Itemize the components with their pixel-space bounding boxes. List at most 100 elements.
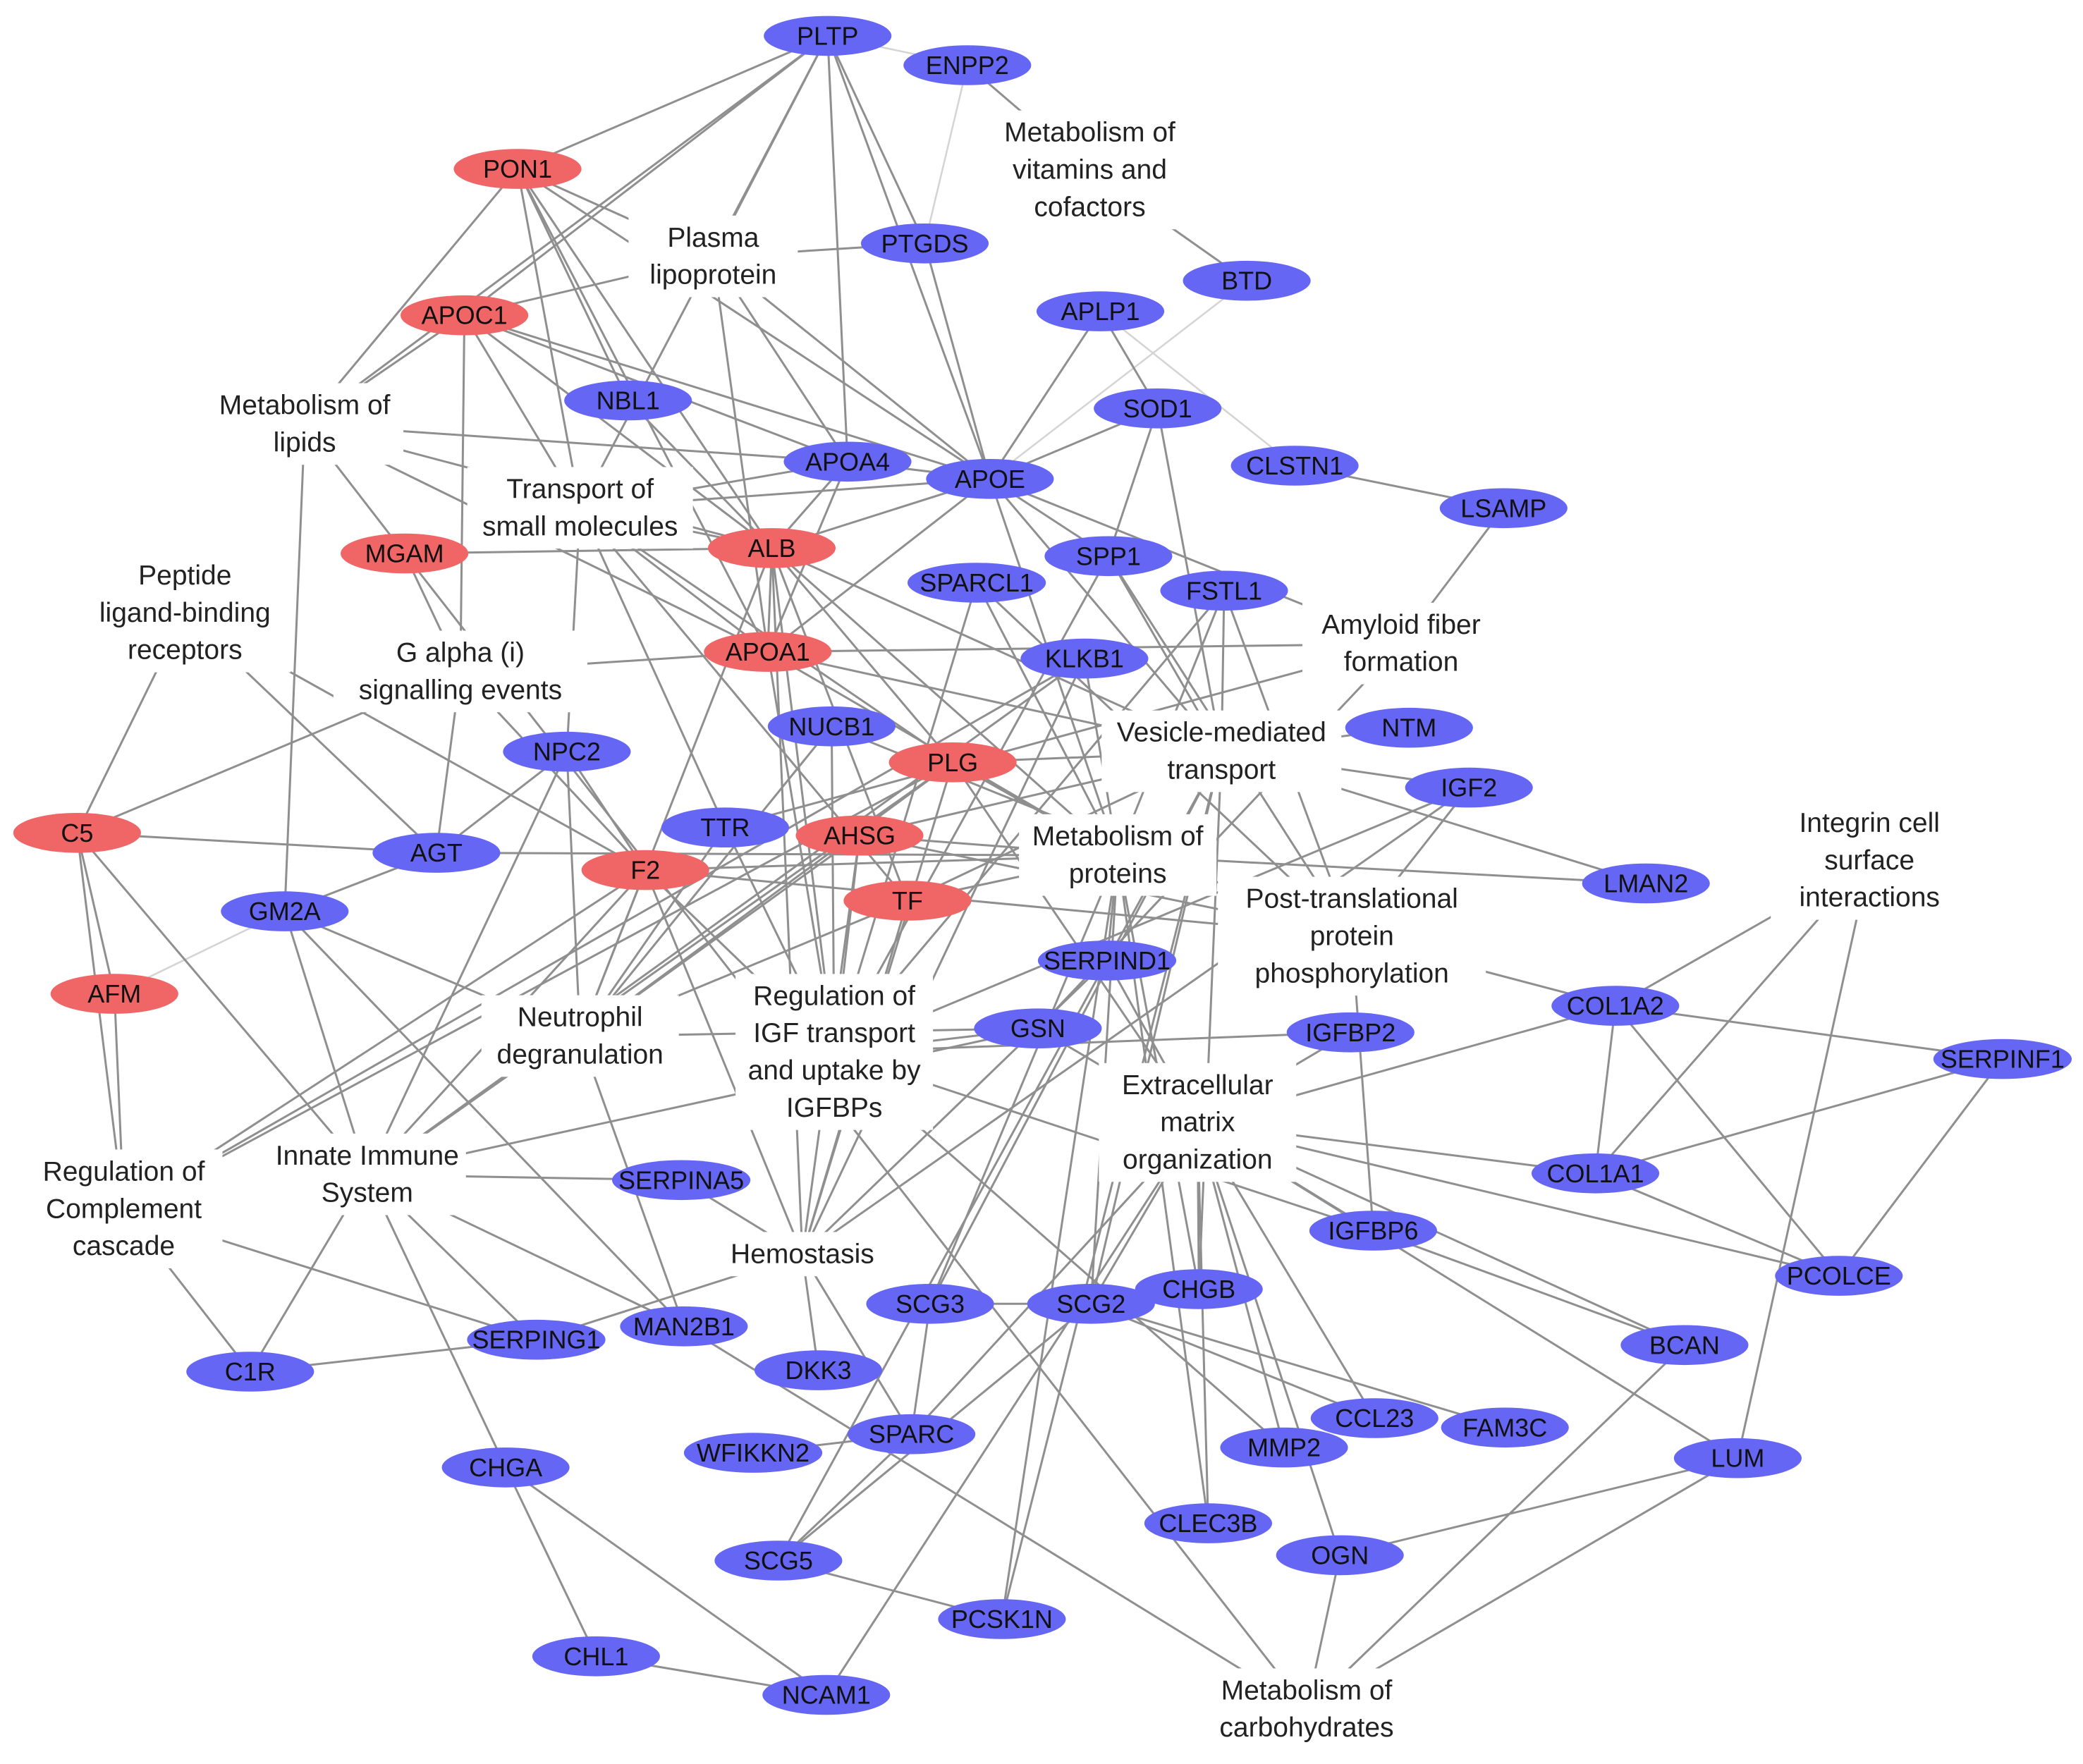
protein-node-ogn[interactable]: OGN (1276, 1535, 1404, 1576)
protein-ellipse[interactable] (1036, 291, 1165, 331)
protein-node-serpinf1[interactable]: SERPINF1 (1933, 1039, 2072, 1079)
protein-node-col1a1[interactable]: COL1A1 (1531, 1153, 1660, 1194)
protein-ellipse[interactable] (683, 1433, 823, 1473)
protein-node-apoa1[interactable]: APOA1 (704, 632, 832, 672)
protein-node-lman2[interactable]: LMAN2 (1582, 863, 1710, 904)
protein-node-gm2a[interactable]: GM2A (221, 891, 349, 931)
protein-ellipse[interactable] (1582, 863, 1710, 904)
protein-ellipse[interactable] (1220, 1427, 1348, 1468)
protein-ellipse[interactable] (401, 295, 529, 336)
protein-ellipse[interactable] (1230, 446, 1359, 486)
protein-node-ttr[interactable]: TTR (661, 807, 789, 847)
protein-ellipse[interactable] (221, 891, 349, 931)
protein-ellipse[interactable] (467, 1319, 606, 1360)
protein-ellipse[interactable] (1551, 986, 1680, 1026)
protein-node-aplp1[interactable]: APLP1 (1036, 291, 1165, 331)
protein-ellipse[interactable] (704, 632, 832, 672)
protein-ellipse[interactable] (762, 1674, 891, 1715)
protein-ellipse[interactable] (1439, 488, 1568, 529)
protein-ellipse[interactable] (1286, 1012, 1415, 1053)
protein-ellipse[interactable] (1310, 1398, 1438, 1438)
protein-ellipse[interactable] (1531, 1153, 1660, 1194)
protein-node-mgam[interactable]: MGAM (340, 533, 469, 574)
protein-node-chl1[interactable]: CHL1 (532, 1636, 661, 1677)
protein-ellipse[interactable] (908, 563, 1046, 603)
protein-ellipse[interactable] (661, 807, 789, 847)
protein-ellipse[interactable] (974, 1008, 1102, 1048)
protein-node-nucb1[interactable]: NUCB1 (767, 706, 896, 747)
protein-node-nbl1[interactable]: NBL1 (564, 380, 692, 421)
protein-node-fam3c[interactable]: FAM3C (1441, 1407, 1569, 1448)
protein-node-pltp[interactable]: PLTP (764, 16, 892, 56)
protein-ellipse[interactable] (340, 533, 469, 574)
protein-ellipse[interactable] (612, 1160, 751, 1201)
protein-node-ncam1[interactable]: NCAM1 (762, 1674, 891, 1715)
protein-node-apoe[interactable]: APOE (926, 459, 1054, 499)
protein-node-alb[interactable]: ALB (707, 528, 836, 568)
protein-ellipse[interactable] (866, 1284, 994, 1324)
protein-ellipse[interactable] (860, 223, 989, 264)
protein-node-scg3[interactable]: SCG3 (866, 1284, 994, 1324)
protein-node-scg2[interactable]: SCG2 (1027, 1284, 1155, 1324)
protein-ellipse[interactable] (1620, 1325, 1749, 1366)
protein-ellipse[interactable] (938, 1599, 1066, 1639)
protein-ellipse[interactable] (1345, 707, 1473, 748)
protein-ellipse[interactable] (1037, 941, 1177, 981)
protein-node-apoa4[interactable]: APOA4 (783, 441, 912, 482)
protein-node-tf[interactable]: TF (843, 881, 972, 921)
protein-node-serping1[interactable]: SERPING1 (467, 1319, 606, 1360)
protein-node-f2[interactable]: F2 (581, 850, 709, 890)
protein-ellipse[interactable] (1144, 1503, 1272, 1543)
protein-ellipse[interactable] (795, 815, 924, 856)
protein-node-clstn1[interactable]: CLSTN1 (1230, 446, 1359, 486)
protein-node-c5[interactable]: C5 (13, 813, 141, 853)
protein-ellipse[interactable] (903, 45, 1032, 85)
protein-node-lum[interactable]: LUM (1673, 1438, 1802, 1478)
protein-ellipse[interactable] (13, 813, 141, 853)
protein-node-c1r[interactable]: C1R (186, 1352, 314, 1392)
protein-ellipse[interactable] (926, 459, 1054, 499)
protein-node-pcolce[interactable]: PCOLCE (1775, 1256, 1903, 1296)
protein-node-serpina5[interactable]: SERPINA5 (612, 1160, 751, 1201)
protein-node-ccl23[interactable]: CCL23 (1310, 1398, 1438, 1438)
protein-node-chga[interactable]: CHGA (441, 1447, 570, 1488)
protein-node-spp1[interactable]: SPP1 (1044, 536, 1173, 577)
protein-node-ptgds[interactable]: PTGDS (860, 223, 989, 264)
protein-node-clec3b[interactable]: CLEC3B (1144, 1503, 1272, 1543)
protein-ellipse[interactable] (1276, 1535, 1404, 1576)
protein-ellipse[interactable] (1027, 1284, 1155, 1324)
protein-node-wfikkn2[interactable]: WFIKKN2 (683, 1433, 823, 1473)
protein-ellipse[interactable] (714, 1541, 843, 1581)
protein-ellipse[interactable] (372, 833, 501, 873)
protein-ellipse[interactable] (453, 149, 582, 189)
protein-ellipse[interactable] (503, 731, 631, 772)
protein-node-ahsg[interactable]: AHSG (795, 815, 924, 856)
protein-ellipse[interactable] (620, 1306, 748, 1347)
protein-node-mmp2[interactable]: MMP2 (1220, 1427, 1348, 1468)
protein-node-chgb[interactable]: CHGB (1135, 1269, 1263, 1309)
protein-ellipse[interactable] (532, 1636, 661, 1677)
protein-ellipse[interactable] (1094, 388, 1222, 429)
protein-ellipse[interactable] (564, 380, 692, 421)
protein-node-scg5[interactable]: SCG5 (714, 1541, 843, 1581)
protein-ellipse[interactable] (1309, 1211, 1437, 1251)
protein-ellipse[interactable] (1673, 1438, 1802, 1478)
protein-node-igf2[interactable]: IGF2 (1405, 767, 1533, 808)
protein-node-agt[interactable]: AGT (372, 833, 501, 873)
protein-ellipse[interactable] (764, 16, 892, 56)
protein-node-afm[interactable]: AFM (50, 974, 178, 1014)
protein-node-plg[interactable]: PLG (888, 742, 1017, 783)
protein-node-igfbp6[interactable]: IGFBP6 (1309, 1211, 1437, 1251)
protein-node-serpind1[interactable]: SERPIND1 (1037, 941, 1177, 981)
protein-node-gsn[interactable]: GSN (974, 1008, 1102, 1048)
protein-node-man2b1[interactable]: MAN2B1 (620, 1306, 748, 1347)
protein-node-ntm[interactable]: NTM (1345, 707, 1473, 748)
protein-node-pon1[interactable]: PON1 (453, 149, 582, 189)
protein-node-pcsk1n[interactable]: PCSK1N (938, 1599, 1066, 1639)
protein-node-btd[interactable]: BTD (1183, 260, 1311, 301)
protein-ellipse[interactable] (1160, 570, 1288, 611)
protein-ellipse[interactable] (186, 1352, 314, 1392)
protein-ellipse[interactable] (767, 706, 896, 747)
protein-node-apoc1[interactable]: APOC1 (401, 295, 529, 336)
protein-node-sparc[interactable]: SPARC (848, 1414, 976, 1454)
